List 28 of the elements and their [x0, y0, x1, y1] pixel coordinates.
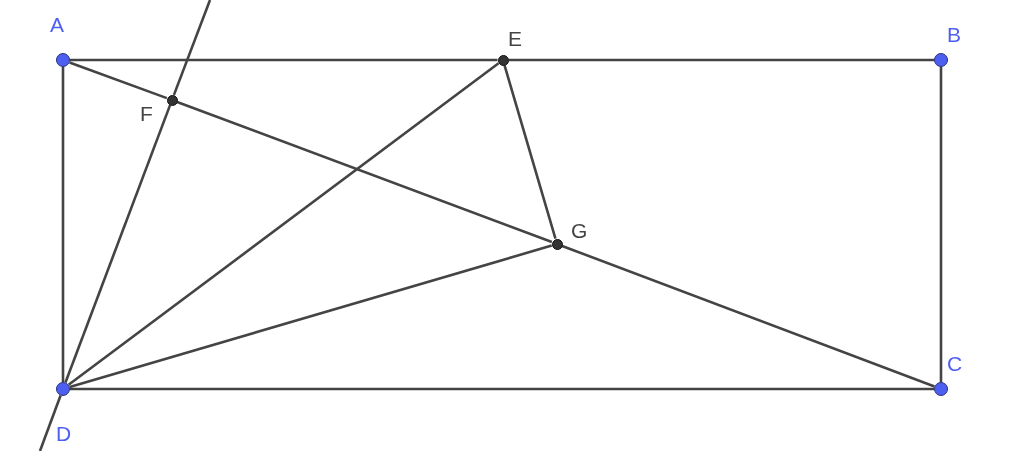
point-label: E [508, 28, 522, 49]
point-label: F [140, 103, 153, 124]
line-segment [64, 104, 172, 383]
line-segment [70, 58, 498, 62]
point-label: B [947, 24, 961, 45]
point-label: G [571, 220, 588, 241]
line-segment [70, 387, 934, 391]
line-segment [69, 244, 553, 389]
line-segment [176, 100, 553, 244]
line-segment [38, 395, 62, 451]
line-segment [172, 0, 212, 96]
point-label: C [947, 353, 963, 374]
line-segment [67, 62, 500, 386]
point [56, 53, 70, 67]
point-label: D [56, 423, 72, 444]
line-segment [561, 244, 935, 388]
point [551, 238, 563, 250]
line-segment [69, 61, 168, 100]
line-segment [503, 64, 557, 240]
point [166, 94, 178, 106]
point [497, 54, 509, 66]
point [934, 53, 948, 67]
point [56, 382, 70, 396]
line-segment [508, 58, 934, 62]
line-segment [61, 67, 65, 382]
line-segment [939, 67, 943, 382]
point [934, 382, 948, 396]
point-label: A [50, 14, 64, 35]
